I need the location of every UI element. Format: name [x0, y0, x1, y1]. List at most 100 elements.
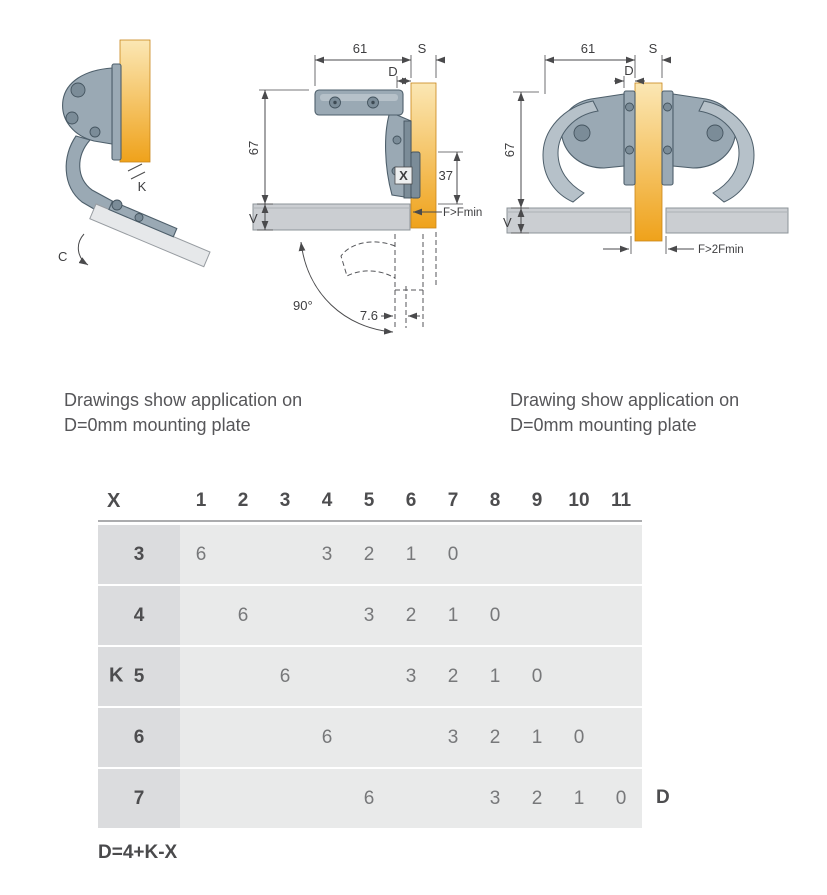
table-cell: 2 [363, 543, 375, 565]
table-cell: 3 [405, 665, 417, 687]
diagram-single-application: 90° 61 S D [246, 41, 482, 335]
dim-label-f: F>2Fmin [698, 244, 744, 256]
table-cell: 3 [447, 726, 459, 748]
swing-arc: 90° [293, 241, 394, 335]
dim-label-s: S [649, 41, 658, 56]
table-cell: 2 [531, 787, 543, 809]
dim-label-v: V [249, 211, 258, 226]
table-cell: 6 [363, 787, 375, 809]
table-x-header: X [107, 489, 121, 512]
table-col-header: 6 [405, 490, 417, 511]
dim-label-f: F>Fmin [443, 207, 482, 219]
dimension-width: 61 S [314, 41, 445, 86]
table-cell: 0 [447, 543, 459, 565]
dimension-offset: 7.6 [360, 308, 420, 323]
table-row: 6 6 3 2 1 0 [98, 708, 642, 767]
dim-label-7-6: 7.6 [360, 308, 378, 323]
door-closed-dashed [340, 232, 437, 328]
table-col-header: 8 [489, 490, 501, 511]
hinge [62, 63, 122, 217]
table-cell: 1 [573, 787, 585, 809]
dim-label-x: X [399, 168, 408, 183]
table-cell: 1 [447, 604, 459, 626]
table-col-header: 5 [363, 490, 375, 511]
table-cell: 0 [489, 604, 501, 626]
table-col-header: 1 [195, 490, 207, 511]
dim-label-d: D [624, 63, 633, 78]
caption-right-line1: Drawing show application on [510, 390, 740, 410]
caption-left-line1: Drawings show application on [64, 390, 303, 410]
table-cell: 6 [321, 726, 333, 748]
dimension-v: V [503, 208, 529, 234]
caption-right: Drawing show application on D=0mm mounti… [510, 388, 739, 438]
table-cell: 6 [279, 665, 291, 687]
dim-label-v: V [503, 215, 512, 230]
table-cell: 2 [447, 665, 459, 687]
dim-label-37: 37 [439, 168, 453, 183]
dim-label-d: D [388, 64, 397, 79]
table-col-header: 10 [568, 490, 590, 511]
dimension-c: C [58, 233, 89, 266]
hinge-right [661, 90, 755, 203]
dimension-height: 67 [246, 89, 309, 205]
dim-label-61: 61 [581, 41, 595, 56]
table-cell: 0 [615, 787, 627, 809]
open-door [89, 199, 211, 268]
table-row-key: 7 [98, 769, 180, 828]
offset-table: X 1 2 3 4 5 6 7 8 9 10 11 3 6 3 2 1 0 [98, 482, 670, 864]
cabinet-panel [506, 207, 789, 234]
table-cell: 2 [489, 726, 501, 748]
table-col-header: 11 [610, 490, 632, 511]
table-col-header: 2 [237, 490, 249, 511]
table-cell: 2 [405, 604, 417, 626]
table-row-key: 5 [98, 647, 180, 706]
x-marker: X [394, 166, 413, 185]
table-cell: 6 [195, 543, 207, 565]
table-cell: 6 [237, 604, 249, 626]
dim-label-c: C [58, 249, 67, 264]
table-cell: 1 [531, 726, 543, 748]
dim-label-61: 61 [353, 41, 367, 56]
dimension-d: D [388, 64, 411, 88]
table-cell: 0 [531, 665, 543, 687]
caption-right-line2: D=0mm mounting plate [510, 414, 697, 435]
diagram-hinge-open: K C [58, 39, 211, 268]
door-board [119, 39, 151, 163]
table-col-header: 7 [447, 490, 459, 511]
cabinet-panel [252, 203, 411, 231]
diagram-twin-application: 61 S D 67 V F>2Fmin [502, 41, 789, 256]
caption-left-line2: D=0mm mounting plate [64, 414, 251, 435]
table-d-axis-label: D [656, 787, 670, 808]
dimension-cup: 37 [438, 151, 463, 205]
dimension-height: 67 [502, 91, 539, 209]
dim-label-angle: 90° [293, 298, 313, 313]
table-k-axis-label: K [109, 664, 124, 687]
table-row-key: 3 [98, 525, 180, 584]
table-row-key: 6 [98, 708, 180, 767]
table-cell: 0 [573, 726, 585, 748]
table-formula: D=4+K-X [98, 842, 178, 863]
caption-left: Drawings show application on D=0mm mount… [64, 388, 302, 438]
dim-label-k: K [138, 179, 147, 194]
table-col-header: 4 [321, 490, 333, 511]
dimension-width: 61 S [544, 41, 671, 94]
table-header-row: X 1 2 3 4 5 6 7 8 9 10 11 [98, 482, 642, 520]
dim-label-s: S [418, 41, 427, 56]
dimension-k: K [127, 163, 147, 194]
dimension-f: F>Fmin [413, 207, 482, 219]
dim-label-67: 67 [502, 143, 517, 157]
dim-label-67: 67 [246, 141, 261, 155]
dimension-v: V [249, 204, 273, 231]
table-col-header: 3 [279, 490, 291, 511]
table-row: 3 6 3 2 1 0 [98, 525, 642, 584]
table-row: 5 6 3 2 1 0 [98, 647, 642, 706]
table-row-key: 4 [98, 586, 180, 645]
table-row: 4 6 3 2 1 0 [98, 586, 642, 645]
table-header-divider [98, 520, 642, 522]
door-board [634, 82, 663, 242]
table-cell: 1 [489, 665, 501, 687]
dimension-f: F>2Fmin [603, 236, 744, 256]
table-cell: 3 [489, 787, 501, 809]
table-cell: 3 [321, 543, 333, 565]
